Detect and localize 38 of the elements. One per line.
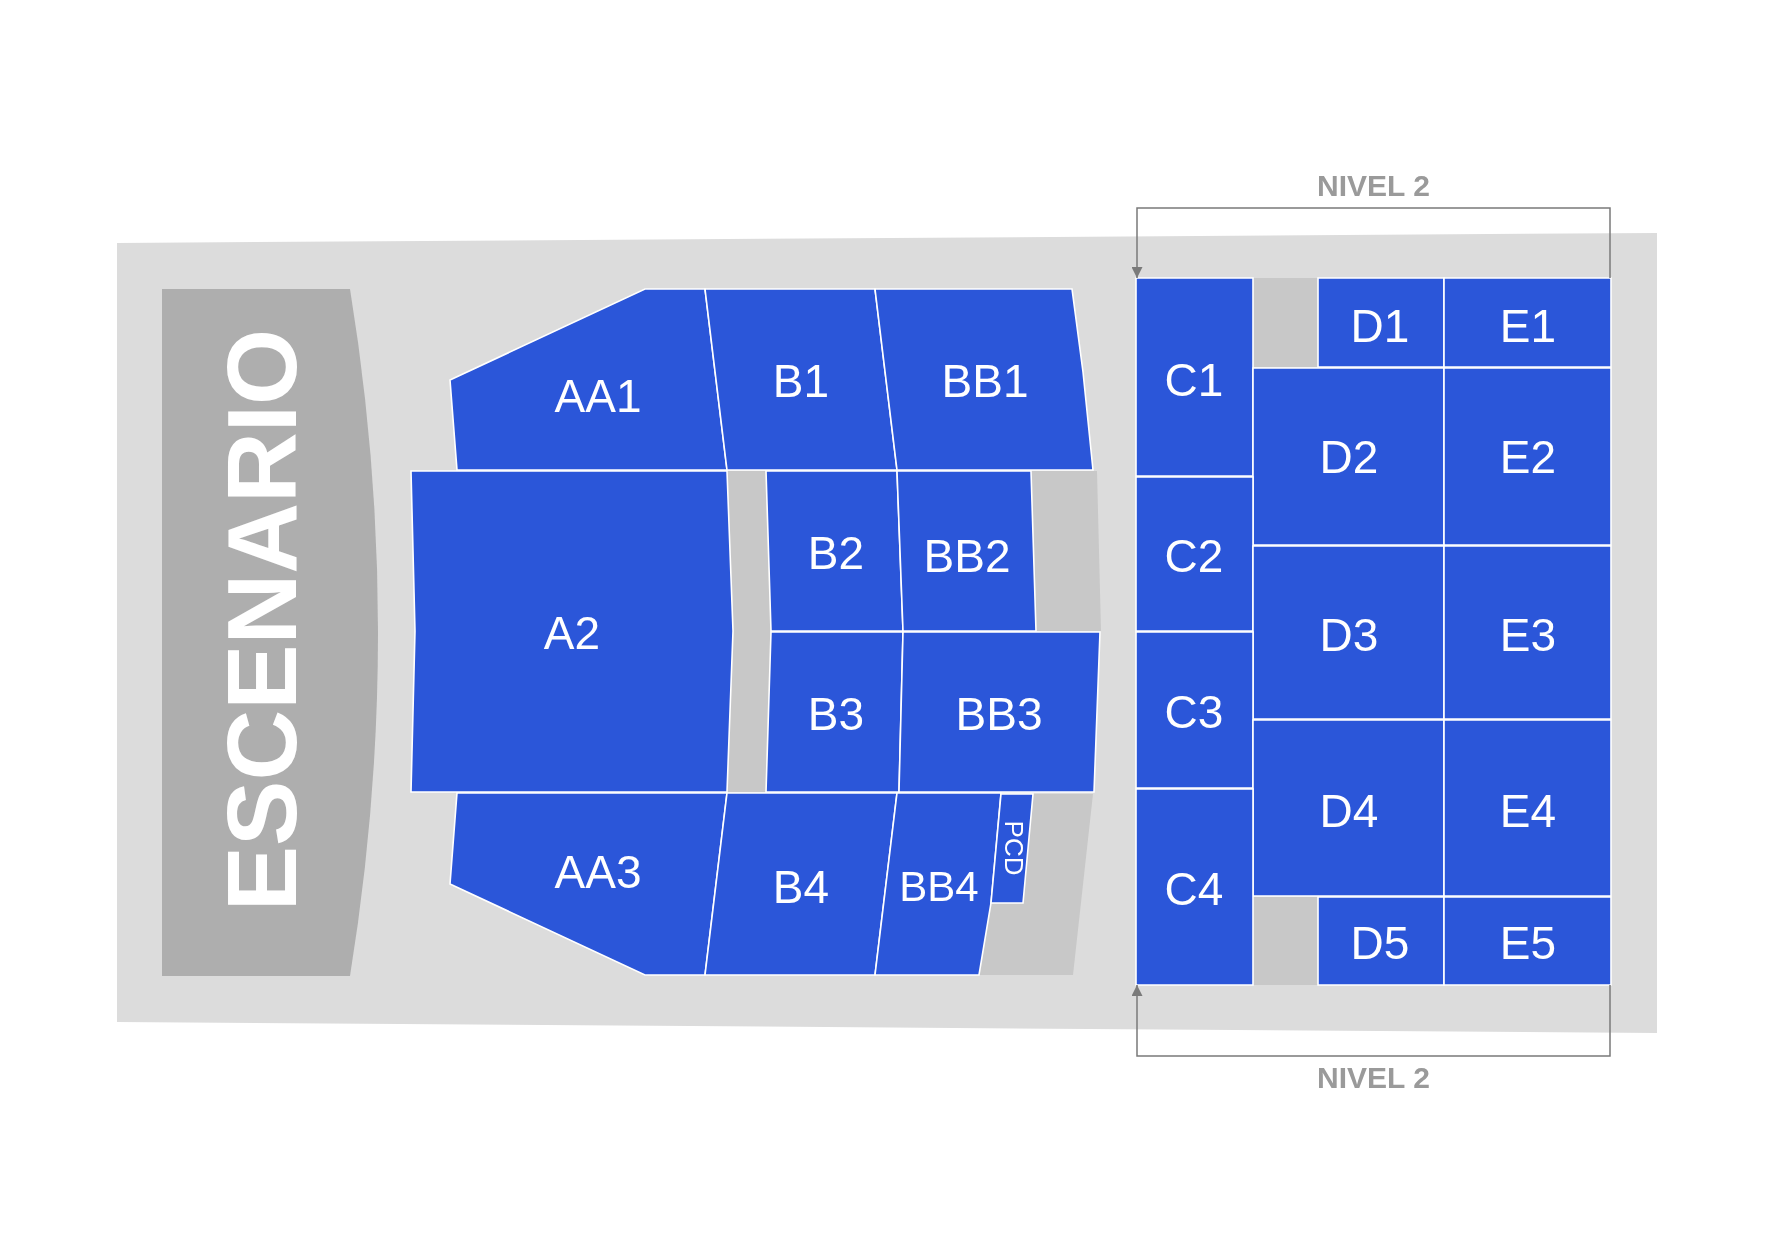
section-label: E3 — [1499, 612, 1557, 658]
section-label: D3 — [1319, 612, 1379, 658]
stage-label: ESCENARIO — [213, 328, 311, 912]
seating-section — [991, 794, 1033, 903]
seating-section — [1444, 546, 1611, 719]
section-label: AA1 — [554, 373, 642, 419]
seating-section — [766, 632, 903, 792]
section-label: A2 — [543, 610, 601, 656]
edge-label: NIVEL 2 — [1317, 1063, 1430, 1093]
section-label: B2 — [807, 530, 865, 576]
section-label: E4 — [1499, 788, 1557, 834]
section-label: D5 — [1350, 920, 1410, 966]
section-label: E5 — [1499, 920, 1557, 966]
section-label: D4 — [1319, 788, 1379, 834]
seating-section — [875, 289, 1093, 470]
connector-arrow — [1131, 984, 1611, 1057]
section-label: B3 — [807, 691, 865, 737]
section-label: AA3 — [554, 849, 642, 895]
seating-section — [1318, 278, 1444, 367]
seating-section — [897, 471, 1036, 631]
section-label: PCD — [1001, 820, 1027, 876]
section-label: E2 — [1499, 434, 1557, 480]
edge-label: NIVEL 2 — [1317, 171, 1430, 201]
seating-section — [1318, 897, 1444, 985]
seating-section — [1444, 720, 1611, 896]
section-label: BB2 — [923, 533, 1011, 579]
section-label: E1 — [1499, 303, 1557, 349]
connector-arrow — [1131, 207, 1611, 279]
seating-section — [1444, 278, 1611, 367]
stage — [162, 289, 378, 976]
seating-section — [766, 471, 903, 631]
section-label: BB3 — [955, 691, 1043, 737]
section-label: BB1 — [941, 358, 1029, 404]
section-label: BB4 — [899, 866, 979, 908]
seating-section — [1444, 368, 1611, 545]
section-label: D1 — [1350, 303, 1410, 349]
seating-section — [1444, 897, 1611, 985]
section-label: D2 — [1319, 434, 1379, 480]
